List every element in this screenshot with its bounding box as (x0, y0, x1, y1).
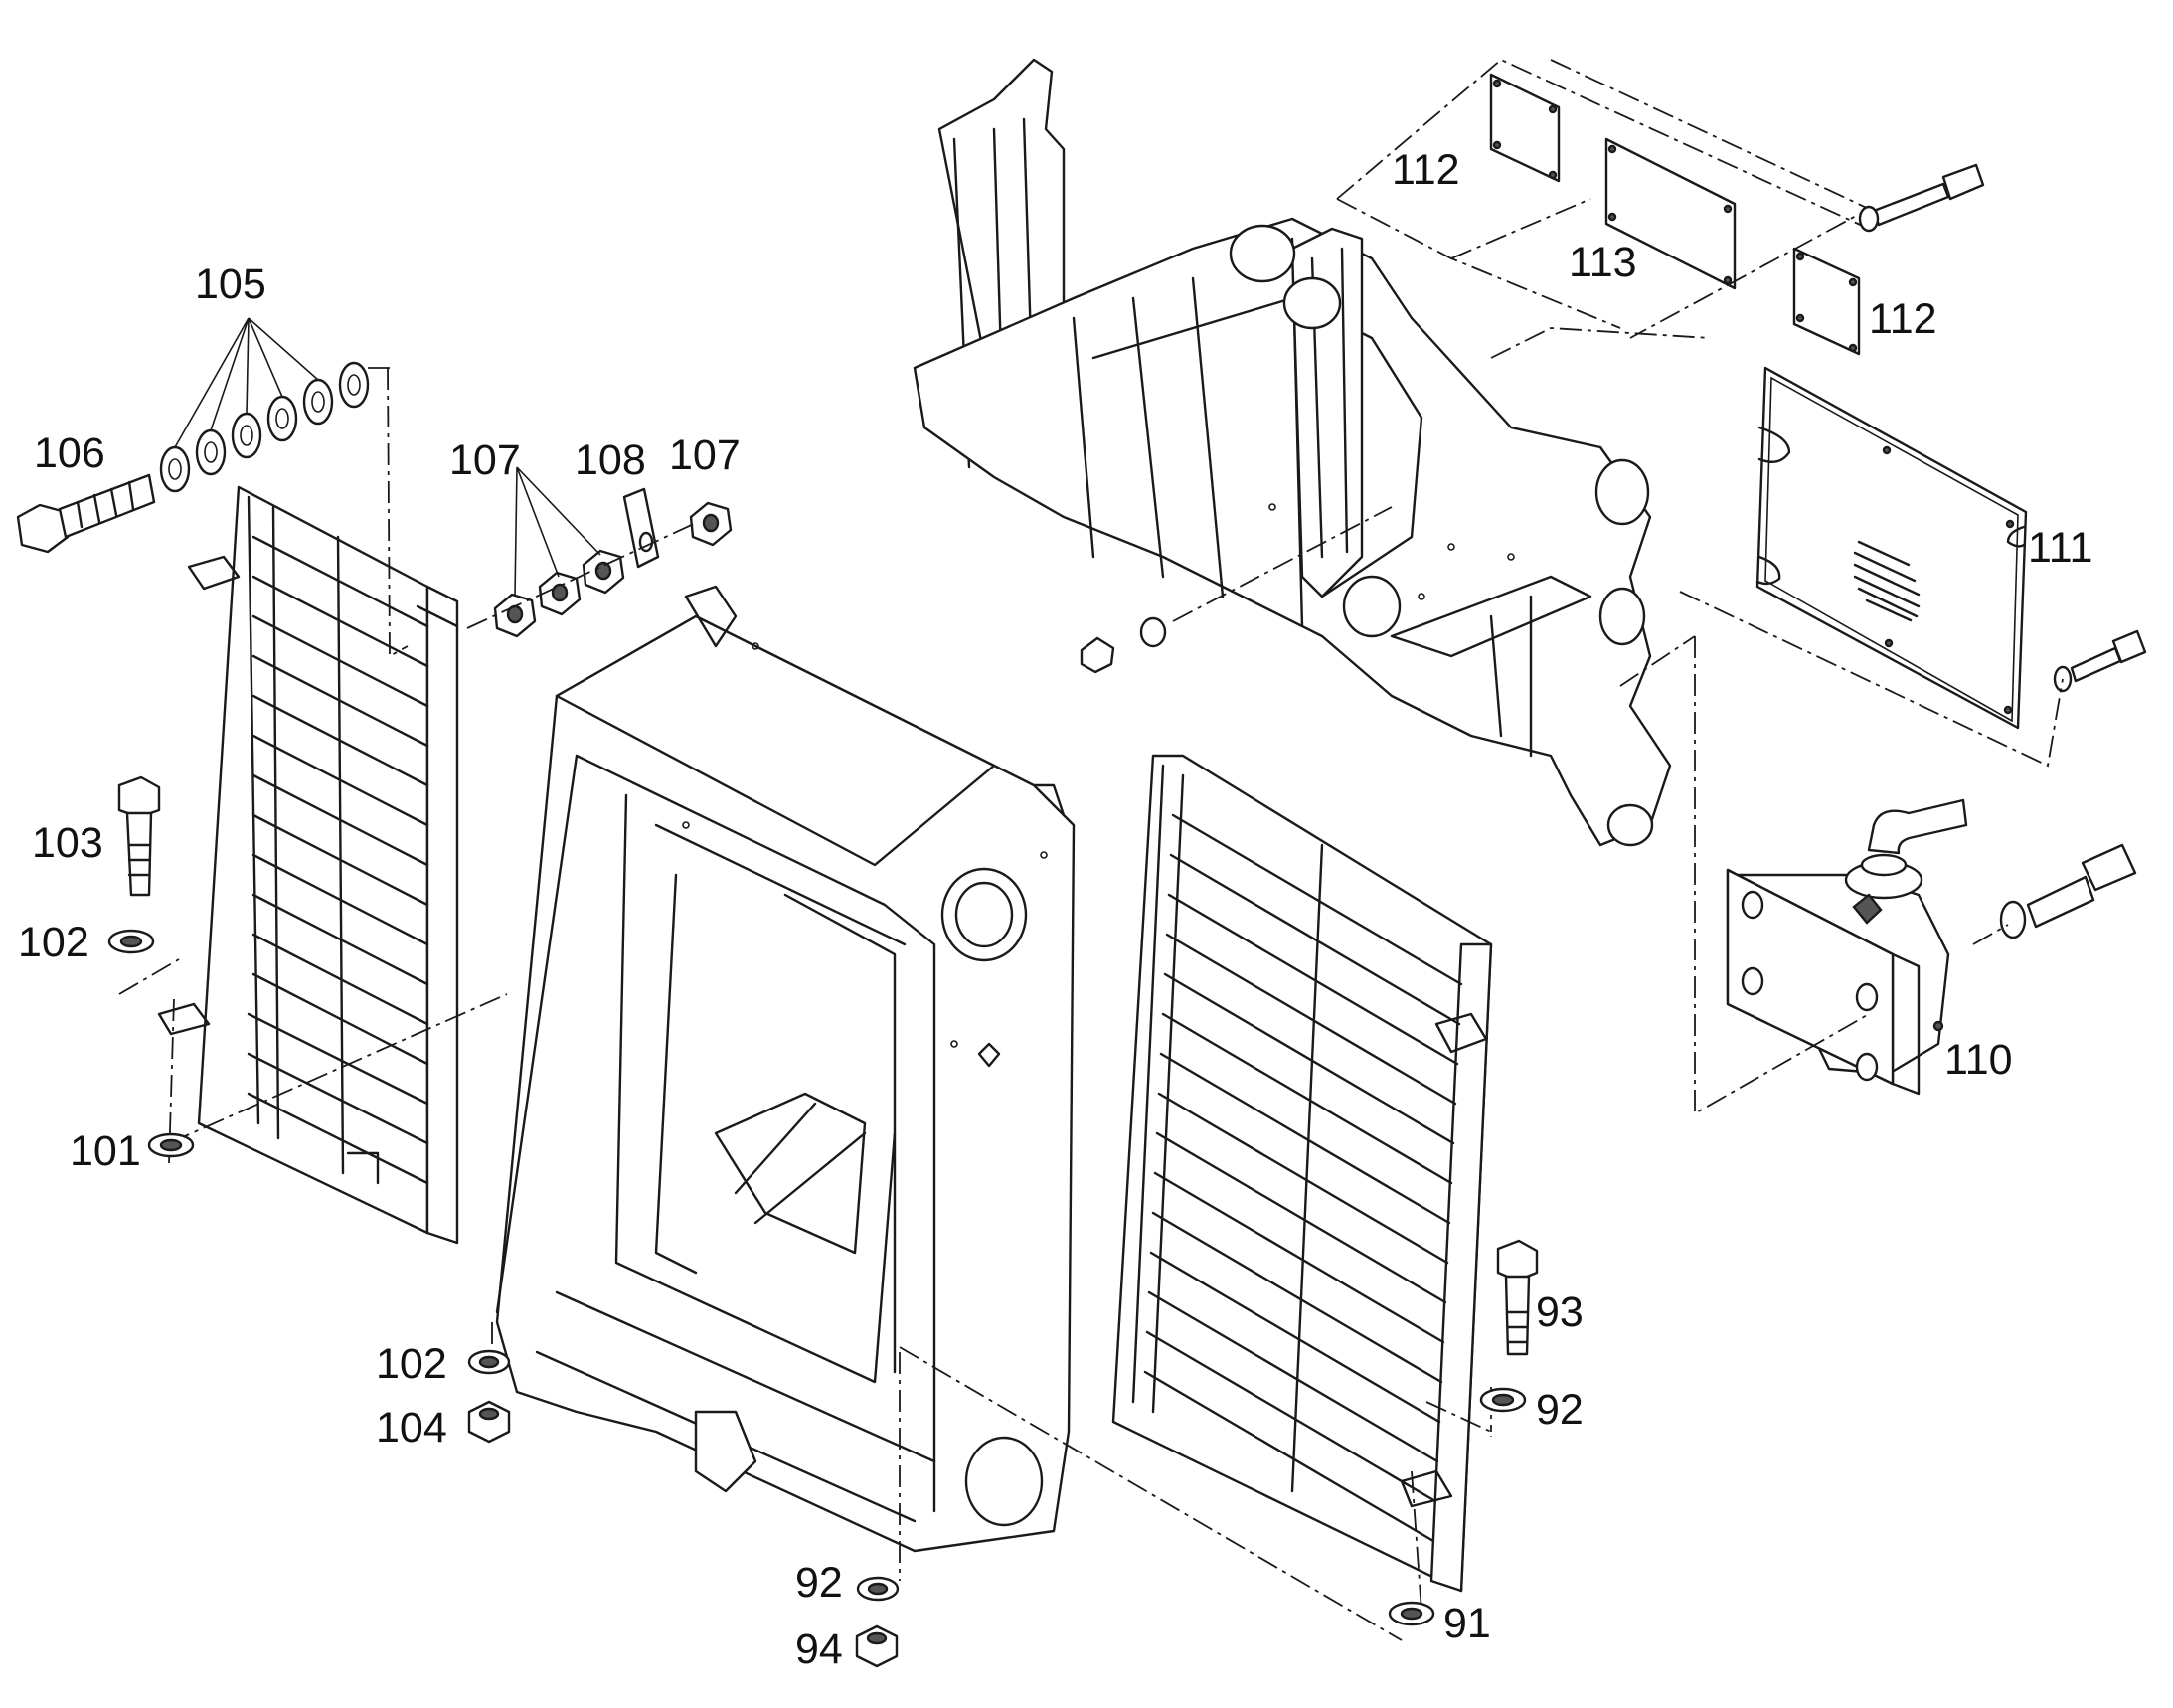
bolt-panel-111 (2053, 629, 2147, 693)
nuts-107 (493, 466, 733, 638)
callout-101: 101 (70, 1127, 141, 1175)
callout-102-center: 102 (376, 1340, 447, 1388)
callout-106: 106 (34, 429, 105, 477)
cover-plate-113 (1604, 137, 1737, 290)
nut-104 (467, 1400, 511, 1444)
callout-105: 105 (195, 260, 266, 308)
right-radiator-grille (1111, 754, 1493, 1593)
bolt-106 (16, 473, 156, 554)
tank-110-bolt (1999, 843, 2137, 939)
callout-91: 91 (1443, 1600, 1491, 1647)
callout-112-top: 112 (1392, 146, 1460, 194)
callout-92-right: 92 (1536, 1386, 1584, 1434)
washer-102-left (107, 929, 155, 954)
callout-111: 111 (2028, 524, 2092, 572)
plate-108 (622, 487, 660, 569)
vent-slots (1853, 540, 1921, 622)
fluid-tank-110 (1726, 798, 1968, 1096)
callout-104: 104 (376, 1404, 447, 1452)
callout-107-left: 107 (449, 436, 521, 484)
callout-108: 108 (575, 436, 646, 484)
panel-111-guide-lines (1619, 591, 2064, 768)
callout-103: 103 (32, 819, 103, 867)
callout-110: 110 (1944, 1036, 2013, 1084)
side-panel-111 (1755, 366, 2028, 730)
nut-94 (855, 1624, 899, 1668)
callout-112-right: 112 (1869, 295, 1937, 343)
callout-92-bottom: 92 (795, 1559, 843, 1607)
left-radiator-grille (157, 485, 459, 1245)
washer-92-right (1479, 1387, 1527, 1413)
washer-101 (147, 1132, 195, 1158)
callout-107-right: 107 (669, 431, 741, 479)
washer-102-center (467, 1349, 511, 1375)
callout-113: 113 (1569, 239, 1637, 286)
radiator-frame (495, 585, 1076, 1553)
bolt-93 (1496, 1239, 1539, 1356)
bolt-top-right (1858, 163, 1985, 233)
bolt-103 (117, 775, 161, 897)
rear-frame (913, 58, 1672, 847)
cover-plate-112-right (1792, 247, 1861, 356)
washer-92-bottom (856, 1576, 900, 1602)
frame-nut-washer (1080, 506, 1393, 674)
callout-102-left: 102 (18, 919, 89, 966)
washer-91 (1388, 1601, 1435, 1626)
radiator-frame-guide-lines (491, 1322, 1403, 1641)
cover-plates-guide-lines (1336, 58, 1871, 359)
tank-110-guide-lines (1694, 636, 2009, 1115)
callout-93: 93 (1536, 1288, 1584, 1336)
cover-plate-112-top (1489, 73, 1561, 183)
washers-105 (159, 317, 390, 493)
callout-94: 94 (795, 1625, 843, 1673)
left-grille-guide-lines (118, 367, 508, 1164)
callout-labels: 112 113 112 111 110 105 106 107 108 107 … (18, 146, 2092, 1673)
nut-guide-line (466, 522, 697, 629)
